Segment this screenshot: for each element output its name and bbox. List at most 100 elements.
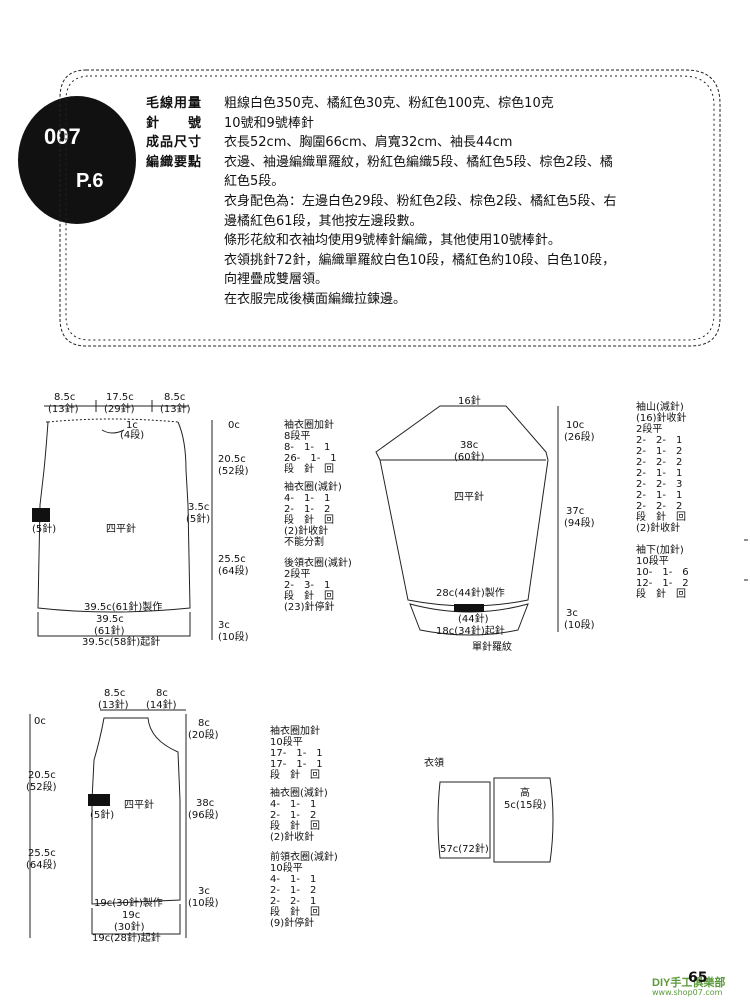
dim-label: (29針)	[104, 402, 135, 415]
yarn-label: 毛線用量	[146, 96, 203, 111]
note-line: 2- 1- 1	[636, 490, 682, 501]
dim-label: 8.5c	[54, 392, 75, 403]
dim-label: 8c	[156, 688, 168, 699]
dim-label: (13針)	[98, 698, 129, 711]
note-line: 袖山(減針)	[636, 400, 684, 413]
note-line: 袖衣圈加針	[284, 418, 334, 431]
pattern-number: 007	[44, 124, 81, 149]
sleeve-marker	[454, 604, 484, 612]
note-line: (16)針收針	[636, 411, 687, 424]
dim-label: 18c(34針)起針	[436, 624, 505, 637]
dim-label: (4段)	[120, 428, 144, 441]
note-line: 段 針 回	[284, 589, 334, 602]
dim-label: (52段)	[218, 464, 249, 477]
dim-label: 25.5c	[218, 554, 246, 565]
zipper-marker	[32, 508, 50, 522]
note-line: 段 針 回	[636, 510, 686, 523]
dim-label: 0c	[34, 716, 46, 727]
key-line: 在衣服完成後橫面編織拉鍊邊。	[224, 291, 407, 307]
back-piece	[37, 400, 213, 640]
site-url: www.shop07.com	[652, 988, 723, 997]
front-notes: 袖衣圈加針 10段平 17- 1- 1 17- 1- 1 段 針 回 袖衣圈(減…	[270, 724, 338, 929]
stitch-pattern: 四平針	[124, 798, 154, 811]
note-line: 2- 2- 1	[270, 896, 316, 907]
key-line: 衣身配色為：左邊白色29段、粉紅色2段、棕色2段、橘紅色5段、右	[224, 193, 617, 209]
dim-label: 單針羅紋	[472, 640, 512, 653]
dim-label: 高	[520, 786, 530, 799]
key-line: 紅色5段。	[224, 174, 285, 190]
key-label: 編織要點	[146, 154, 203, 170]
note-line: 2- 2- 2	[636, 501, 682, 512]
size-label: 成品尺寸	[146, 135, 203, 151]
note-line: 8- 1- 1	[284, 442, 330, 453]
note-line: 袖衣圈(減針)	[284, 480, 342, 493]
dim-label: 5c(15段)	[504, 798, 546, 811]
note-line: (9)針停針	[270, 916, 314, 929]
back-notes: 袖衣圈加針 8段平 8- 1- 1 26- 1- 1 段 針 回 袖衣圈(減針)…	[284, 418, 352, 613]
dim-label: (61針)	[94, 624, 125, 637]
note-line: (23)針停針	[284, 600, 335, 613]
note-line: 2- 1- 2	[270, 810, 316, 821]
dim-label: (52段)	[26, 780, 57, 793]
collar-title: 衣領	[424, 756, 444, 769]
dim-label: 8.5c	[104, 688, 125, 699]
dim-label: (64段)	[218, 564, 249, 577]
dim-label: 0c	[228, 420, 240, 431]
dim-label: (5針)	[32, 522, 56, 535]
dim-label: (5針)	[186, 512, 210, 525]
sleeve-notes: 袖山(減針) (16)針收針 2段平 2- 2- 1 2- 1- 2 2- 2-…	[636, 400, 689, 600]
needle-value: 10號和9號棒針	[224, 115, 314, 131]
note-line: 段 針 回	[284, 513, 334, 526]
dim-label: 28c(44針)製作	[436, 586, 505, 599]
note-line: 10段平	[636, 554, 669, 567]
dim-label: (60針)	[454, 450, 485, 463]
note-line: 段 針 回	[270, 905, 320, 918]
dim-label: (44針)	[458, 612, 489, 625]
dim-label: 19c(30針)製作	[94, 896, 163, 909]
note-line: 2- 1- 2	[270, 885, 316, 896]
key-line: 衣領挑針72針，編織單羅紋白色10段，橘紅色約10段、白色10段，	[224, 252, 616, 268]
dim-label: (10段)	[564, 618, 595, 631]
stitch-pattern: 四平針	[106, 522, 136, 535]
dim-label: (94段)	[564, 516, 595, 529]
dim-label: (13針)	[48, 402, 79, 415]
dim-label: 8.5c	[164, 392, 185, 403]
dim-label: 39.5c(58針)起針	[82, 635, 160, 648]
dim-label: (30針)	[114, 920, 145, 933]
note-line: 8段平	[284, 429, 310, 442]
note-line: (2)針收針	[636, 521, 680, 534]
note-line: 袖衣圈加針	[270, 724, 320, 737]
needle-label: 針 號	[146, 115, 203, 131]
note-line: 4- 1- 1	[270, 799, 316, 810]
collar-piece	[437, 777, 554, 863]
dim-label: (5針)	[90, 808, 114, 821]
dim-label: 17.5c	[106, 392, 134, 403]
note-line: 袖下(加針)	[636, 543, 684, 556]
note-line: (2)針收針	[270, 830, 314, 843]
dim-label: (14針)	[146, 698, 177, 711]
dim-label: 39.5c(61針)製作	[84, 600, 162, 613]
note-line: 12- 1- 2	[636, 578, 689, 589]
note-line: 2段平	[284, 567, 310, 580]
dim-label: 38c	[196, 798, 214, 809]
note-line: 後領衣圈(減針)	[284, 556, 352, 569]
dim-label: (10段)	[188, 896, 219, 909]
key-line: 衣邊、袖邊編織單羅紋，粉紅色編織5段、橘紅色5段、棕色2段、橘	[224, 154, 613, 170]
note-line: 17- 1- 1	[270, 748, 323, 759]
dim-label: 10c	[566, 420, 584, 431]
note-line: 段 針 回	[270, 819, 320, 832]
note-line: 2- 2- 1	[636, 435, 682, 446]
front-piece	[29, 709, 187, 938]
note-line: 不能分割	[284, 535, 324, 548]
note-line: 2- 2- 3	[636, 479, 682, 490]
dim-label: 38c	[460, 440, 478, 451]
page-number: 65	[688, 970, 708, 986]
note-line: 17- 1- 1	[270, 759, 323, 770]
dim-label: (26段)	[564, 430, 595, 443]
page-edge-marks	[744, 539, 748, 581]
site-logo: DIY手工俱樂部	[652, 977, 726, 989]
key-line: 向裡疊成雙層領。	[224, 272, 329, 288]
